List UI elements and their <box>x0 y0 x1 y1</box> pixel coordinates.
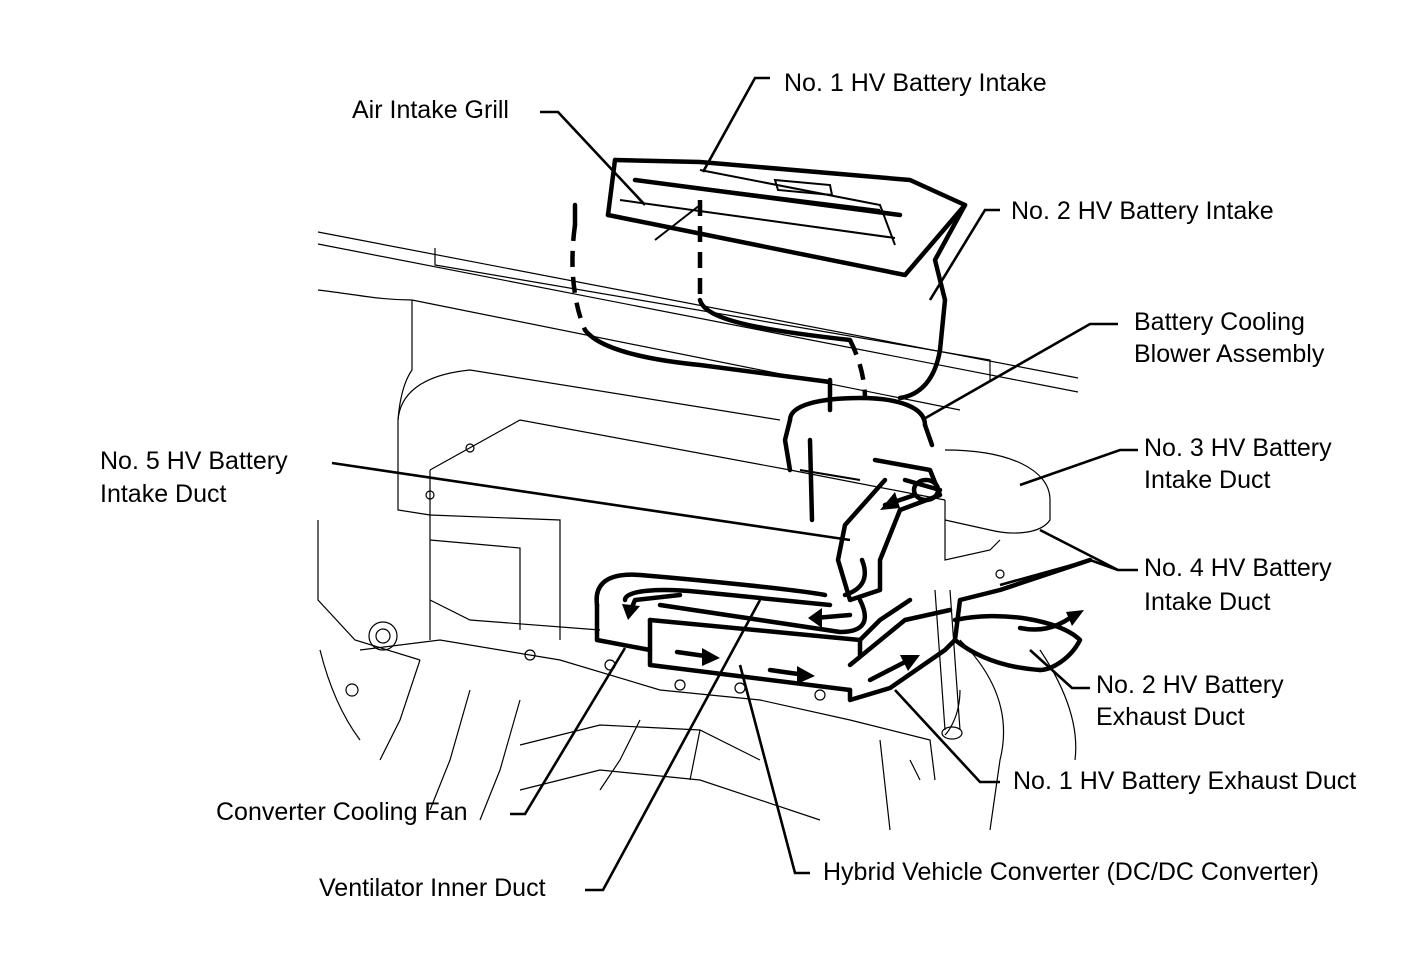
label-no2-exhaust-duct-line1: No. 2 HV Battery <box>1096 671 1284 699</box>
label-no3-intake-duct-line1: No. 3 HV Battery <box>1144 434 1332 462</box>
label-no4-intake-duct-line2: Intake Duct <box>1144 588 1271 616</box>
label-no1-exhaust-duct: No. 1 HV Battery Exhaust Duct <box>1013 767 1357 795</box>
label-hybrid-vehicle-converter: Hybrid Vehicle Converter (DC/DC Converte… <box>823 858 1319 886</box>
label-no4-intake-duct-line1: No. 4 HV Battery <box>1144 554 1332 582</box>
label-ventilator-inner-duct: Ventilator Inner Duct <box>319 874 546 902</box>
airflow-arrows <box>622 492 1084 684</box>
intake-duct-assembly <box>570 157 1093 703</box>
label-no2-exhaust-duct-line2: Exhaust Duct <box>1096 703 1245 731</box>
label-no5-intake-duct-line2: Intake Duct <box>100 480 227 508</box>
label-no1-hv-battery-intake: No. 1 HV Battery Intake <box>784 69 1047 97</box>
label-battery-cooling-blower-line2: Blower Assembly <box>1134 340 1325 368</box>
label-battery-cooling-blower-line1: Battery Cooling <box>1134 308 1305 336</box>
label-no2-hv-battery-intake: No. 2 HV Battery Intake <box>1011 197 1274 225</box>
vehicle-structure <box>317 231 1079 831</box>
label-converter-cooling-fan: Converter Cooling Fan <box>216 798 468 826</box>
leader-lines <box>331 76 1138 892</box>
label-no3-intake-duct-line2: Intake Duct <box>1144 466 1271 494</box>
label-no5-intake-duct-line1: No. 5 HV Battery <box>100 447 288 475</box>
label-air-intake-grill: Air Intake Grill <box>352 96 509 124</box>
